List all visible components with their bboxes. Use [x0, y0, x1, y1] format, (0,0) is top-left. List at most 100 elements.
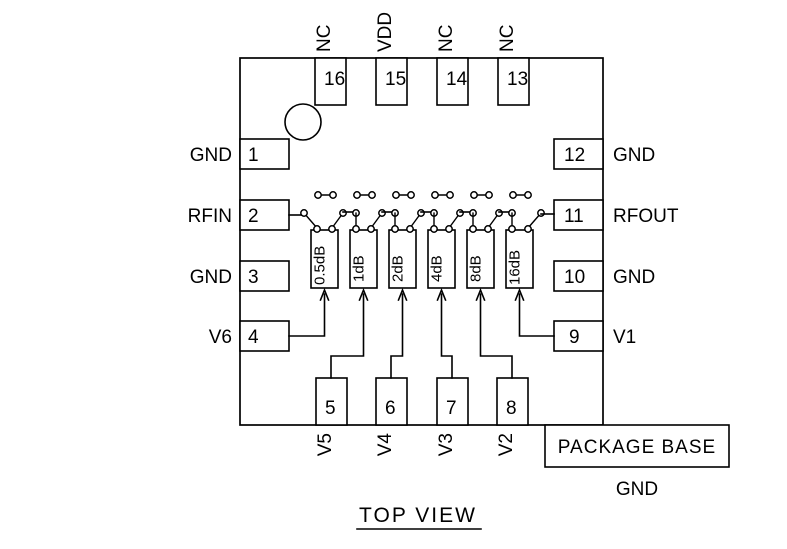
attenuator-value-1dB: 1dB: [351, 255, 368, 282]
pin-number-4: 4: [248, 327, 259, 348]
pin-label-10: GND: [613, 267, 655, 288]
pin-number-2: 2: [248, 206, 259, 227]
top-pin-group: 16 NC 15 VDD 14 NC 13 NC: [314, 12, 530, 106]
pin-label-1: GND: [190, 145, 232, 166]
bypass-terminal-6-left: [509, 191, 517, 199]
bypass-terminal-4-right: [446, 191, 454, 199]
control-arrow-v5: [358, 287, 369, 302]
pin-number-15: 15: [385, 69, 406, 90]
switch-pole-1-in: [300, 209, 308, 217]
control-trace-v6: [288, 293, 326, 337]
bypass-terminal-5-right: [485, 191, 493, 199]
switch-stage-1: [300, 191, 357, 233]
switch-throw-6-in: [508, 225, 516, 233]
switch-network: [288, 191, 555, 233]
bypass-terminal-3-left: [392, 191, 400, 199]
switch-throw-5-in: [469, 225, 477, 233]
bypass-terminal-6-right: [524, 191, 532, 199]
switch-pole-3-out: [417, 209, 425, 217]
pin-label-2: RFIN: [188, 206, 232, 227]
switch-pole-2-out: [378, 209, 386, 217]
bypass-terminal-3-right: [407, 191, 415, 199]
bypass-terminal-4-left: [431, 191, 439, 199]
switch-throw-2-out: [367, 225, 375, 233]
control-trace-v3: [440, 293, 453, 379]
bypass-terminal-1-left: [314, 191, 322, 199]
bypass-terminal-2-left: [353, 191, 361, 199]
pin-number-13: 13: [507, 69, 528, 90]
pin-number-5: 5: [325, 398, 336, 419]
pin-number-3: 3: [248, 267, 259, 288]
pin-label-13: NC: [497, 25, 518, 52]
switch-stage-3: [391, 191, 435, 233]
switch-stage-6: [508, 191, 555, 233]
pin-number-12: 12: [564, 145, 585, 166]
bottom-pin-group: 5 V5 6 V4 7 V3 8 V2: [315, 377, 529, 457]
right-pin-group: 12 GND 11 RFOUT 10 GND 9 V1: [553, 138, 679, 352]
pin-label-7: V3: [436, 433, 457, 456]
pin-pad-10: [553, 260, 604, 292]
control-arrow-v1: [514, 287, 525, 302]
pin-label-14: NC: [436, 25, 457, 52]
pin-number-1: 1: [248, 145, 259, 166]
switch-throw-1-out: [328, 225, 336, 233]
pin-label-12: GND: [613, 145, 655, 166]
attenuator-block-1dB: [349, 229, 378, 289]
pin-label-16: NC: [314, 25, 335, 52]
switch-pole-4-out: [456, 209, 464, 217]
control-arrow-v2: [475, 287, 486, 302]
pin-pad-6: [375, 377, 408, 426]
control-trace-v4: [390, 293, 404, 379]
pin-pad-7: [436, 377, 469, 426]
pin-pad-16: [314, 57, 347, 106]
pin-number-16: 16: [324, 69, 345, 90]
switch-stage-2: [352, 191, 396, 233]
switch-throw-4-out: [445, 225, 453, 233]
switch-throw-2-in: [352, 225, 360, 233]
control-arrow-v4: [397, 287, 408, 302]
control-arrow-v3: [436, 287, 447, 302]
pin-number-6: 6: [385, 398, 396, 419]
pin-pad-13: [497, 57, 530, 106]
attenuator-value-0.5dB: 0.5dB: [312, 246, 329, 285]
switch-stage-4: [430, 191, 474, 233]
switch-throw-5-out: [484, 225, 492, 233]
pin-number-7: 7: [446, 398, 457, 419]
pin-label-9: V1: [613, 327, 636, 348]
attenuator-value-16dB: 16dB: [507, 250, 524, 285]
pin-label-3: GND: [190, 267, 232, 288]
package-base-label: PACKAGE BASE: [558, 437, 716, 458]
switch-pole-1-out: [339, 209, 347, 217]
attenuator-value-4dB: 4dB: [429, 255, 446, 282]
package-base-box: [544, 424, 730, 468]
bypass-terminal-5-left: [470, 191, 478, 199]
pin-one-indicator-dot: [284, 103, 322, 141]
pin-pad-1: [239, 138, 290, 170]
attenuator-value-2dB: 2dB: [390, 255, 407, 282]
pin-pad-9: [553, 320, 604, 352]
pin-label-8: V2: [496, 433, 517, 456]
attenuator-block-2dB: [388, 229, 417, 289]
attenuator-block-16dB: [505, 229, 534, 289]
pin-number-10: 10: [564, 267, 585, 288]
pin-label-4: V6: [209, 327, 232, 348]
control-trace-v5: [330, 293, 365, 379]
pin-number-9: 9: [569, 327, 580, 348]
top-view-caption: TOP VIEW: [359, 504, 477, 527]
switch-throw-6-out: [524, 225, 532, 233]
control-trace-v1: [518, 293, 555, 337]
switch-pole-6-out: [537, 209, 545, 217]
left-pin-group: 1 GND 2 RFIN 3 GND 4 V6: [188, 138, 290, 352]
switch-stage-5: [469, 191, 513, 233]
pin-label-6: V4: [375, 433, 396, 457]
switch-throw-4-in: [430, 225, 438, 233]
bypass-terminal-1-right: [329, 191, 337, 199]
control-routing: [288, 287, 555, 379]
pin-pad-3: [239, 260, 290, 292]
attenuator-value-8dB: 8dB: [468, 255, 485, 282]
pin-label-15: VDD: [375, 12, 396, 52]
switch-throw-1-in: [313, 225, 321, 233]
switch-throw-3-in: [391, 225, 399, 233]
pin-number-8: 8: [506, 398, 517, 419]
switch-throw-3-out: [406, 225, 414, 233]
